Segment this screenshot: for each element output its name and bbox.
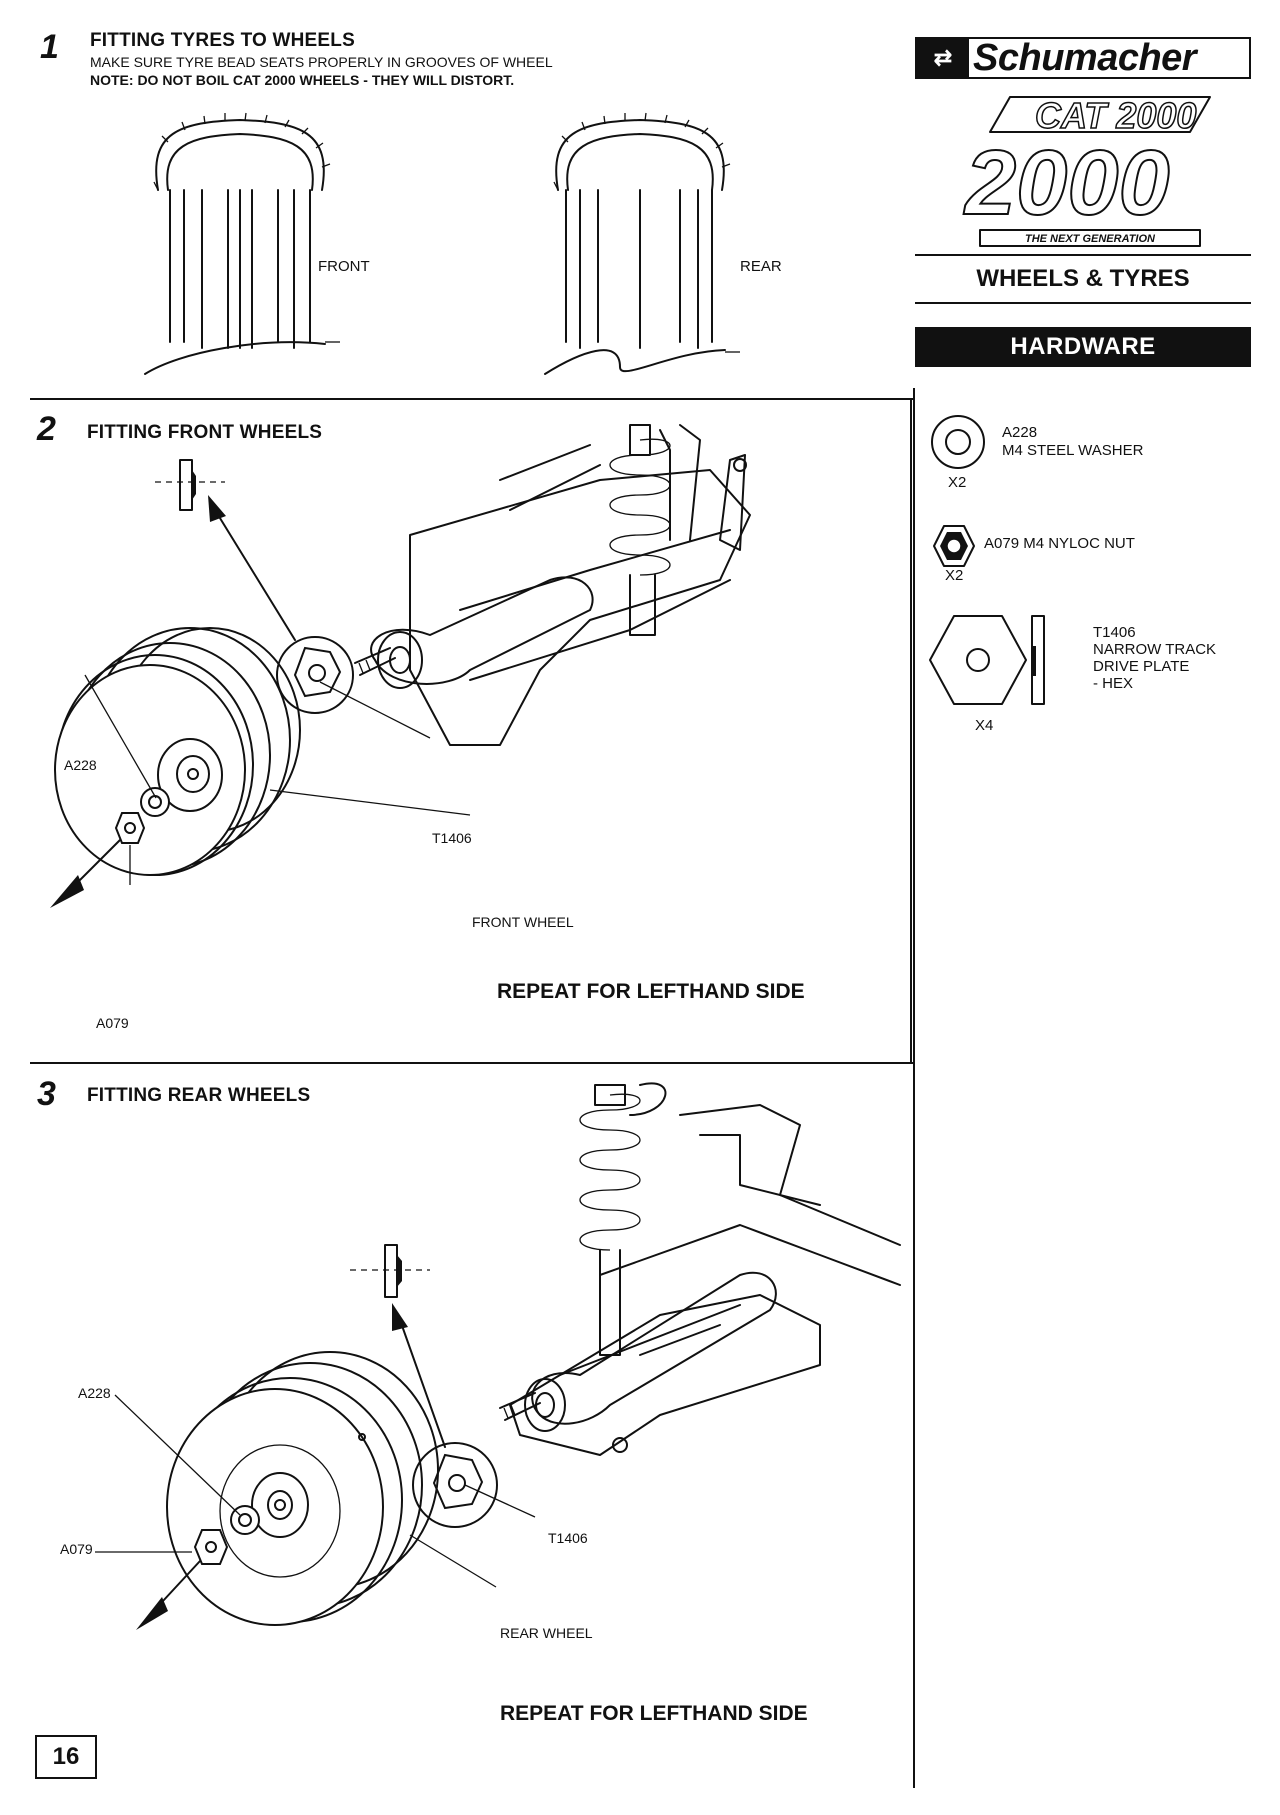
hw-a228-qty: X2 [948, 474, 967, 491]
logo-tagline: THE NEXT GENERATION [1025, 233, 1156, 245]
svg-text:2000: 2000 [963, 132, 1170, 234]
step2-title: FITTING FRONT WHEELS [87, 422, 323, 443]
section-title: WHEELS & TYRES [976, 265, 1190, 292]
step2-repeat-note: REPEAT FOR LEFTHAND SIDE [497, 980, 805, 1003]
step2-t1406-label: T1406 [432, 830, 472, 846]
divider [915, 302, 1251, 304]
hw-t1406-code: T1406 [1093, 624, 1136, 641]
step2-a228-label: A228 [64, 757, 97, 773]
hw-t1406-desc-1: NARROW TRACK [1093, 641, 1217, 658]
step-box-border [910, 398, 912, 1064]
hw-a079-code: A079 [984, 535, 1020, 552]
front-wheel-assembly-diagram [50, 424, 751, 908]
hardware-title: HARDWARE [915, 327, 1251, 367]
brand-logo: ⇄ Schumacher [915, 37, 1251, 79]
column-divider [913, 388, 915, 1788]
hw-t1406-desc-3: - HEX [1093, 675, 1134, 692]
step3-title: FITTING REAR WHEELS [87, 1085, 311, 1106]
hw-t1406-qty: X4 [975, 717, 994, 734]
brand-name: Schumacher [973, 36, 1197, 79]
hw-a228-code: A228 [1002, 424, 1038, 441]
step3-a228-label: A228 [78, 1385, 111, 1401]
front-tyre-diagram [144, 112, 340, 375]
section-divider [30, 398, 915, 400]
brand-mark-icon: ⇄ [917, 39, 969, 77]
step1-instruction: MAKE SURE TYRE BEAD SEATS PROPERLY IN GR… [90, 54, 553, 70]
step1-title: FITTING TYRES TO WHEELS [90, 30, 355, 51]
hw-a079-desc: M4 NYLOC NUT [1023, 535, 1135, 552]
step2-wheel-label: FRONT WHEEL [472, 914, 574, 930]
step3-t1406-label: T1406 [548, 1530, 588, 1546]
cat2000-logo: CAT 2000 2000 THE NEXT GENERATION [962, 94, 1211, 247]
step1-number: 1 [40, 28, 59, 66]
page-number: 16 [35, 1735, 97, 1779]
step3-repeat-note: REPEAT FOR LEFTHAND SIDE [500, 1702, 808, 1725]
washer-icon [931, 415, 985, 469]
hw-t1406-desc-2: DRIVE PLATE [1093, 658, 1190, 675]
step1-front-label: FRONT [318, 258, 370, 275]
hex-drive-plate-icon [929, 615, 1045, 705]
hw-a228-desc: M4 STEEL WASHER [1002, 442, 1144, 459]
hw-a079-qty: X2 [945, 567, 964, 584]
rear-tyre-diagram [544, 112, 740, 375]
logo-cat-text: CAT 2000 [1035, 95, 1196, 136]
hw-a079-line: A079 M4 NYLOC NUT [984, 535, 1135, 552]
step1-note: NOTE: DO NOT BOIL CAT 2000 WHEELS - THEY… [90, 72, 515, 88]
step2-a079-label: A079 [96, 1015, 129, 1031]
step3-a079-label: A079 [60, 1541, 93, 1557]
step1-rear-label: REAR [740, 258, 782, 275]
step3-number: 3 [37, 1075, 56, 1113]
step3-wheel-label: REAR WHEEL [500, 1625, 593, 1641]
divider [915, 254, 1251, 256]
step2-number: 2 [37, 410, 56, 448]
nyloc-nut-icon [933, 525, 975, 567]
section-divider [30, 1062, 915, 1064]
rear-wheel-assembly-diagram [95, 1082, 901, 1630]
